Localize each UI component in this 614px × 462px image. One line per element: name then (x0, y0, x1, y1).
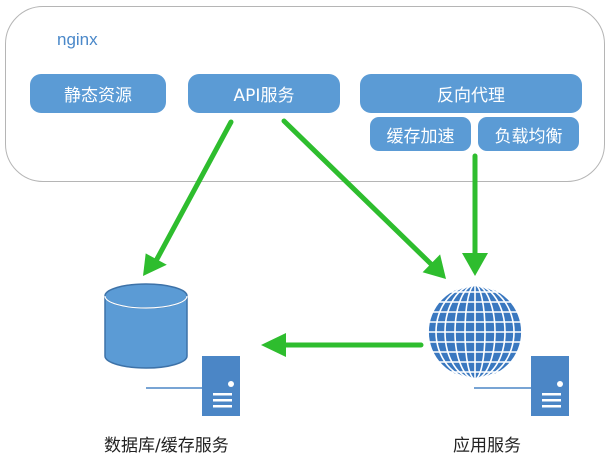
database-server-icon (146, 356, 240, 416)
arrow-app-to-database (261, 333, 424, 357)
static-resources-module[interactable]: 静态资源 (30, 74, 166, 113)
reverse-proxy-module[interactable]: 反向代理 (360, 74, 582, 113)
arrow-api-to-app (281, 118, 446, 279)
api-service-module[interactable]: API服务 (188, 74, 340, 113)
load-balancing-module[interactable]: 负载均衡 (478, 117, 579, 151)
arrow-api-to-database (143, 119, 234, 276)
app-server-icon (474, 356, 569, 416)
app-service-caption: 应用服务 (453, 436, 521, 456)
nginx-label: nginx (57, 30, 98, 49)
arrow-loadbalance-to-app (462, 153, 488, 276)
database-caption: 数据库/缓存服务 (104, 436, 229, 456)
database-icon (104, 283, 188, 369)
arrows (143, 118, 488, 357)
globe-icon (427, 284, 523, 380)
cache-acceleration-module[interactable]: 缓存加速 (370, 117, 471, 151)
